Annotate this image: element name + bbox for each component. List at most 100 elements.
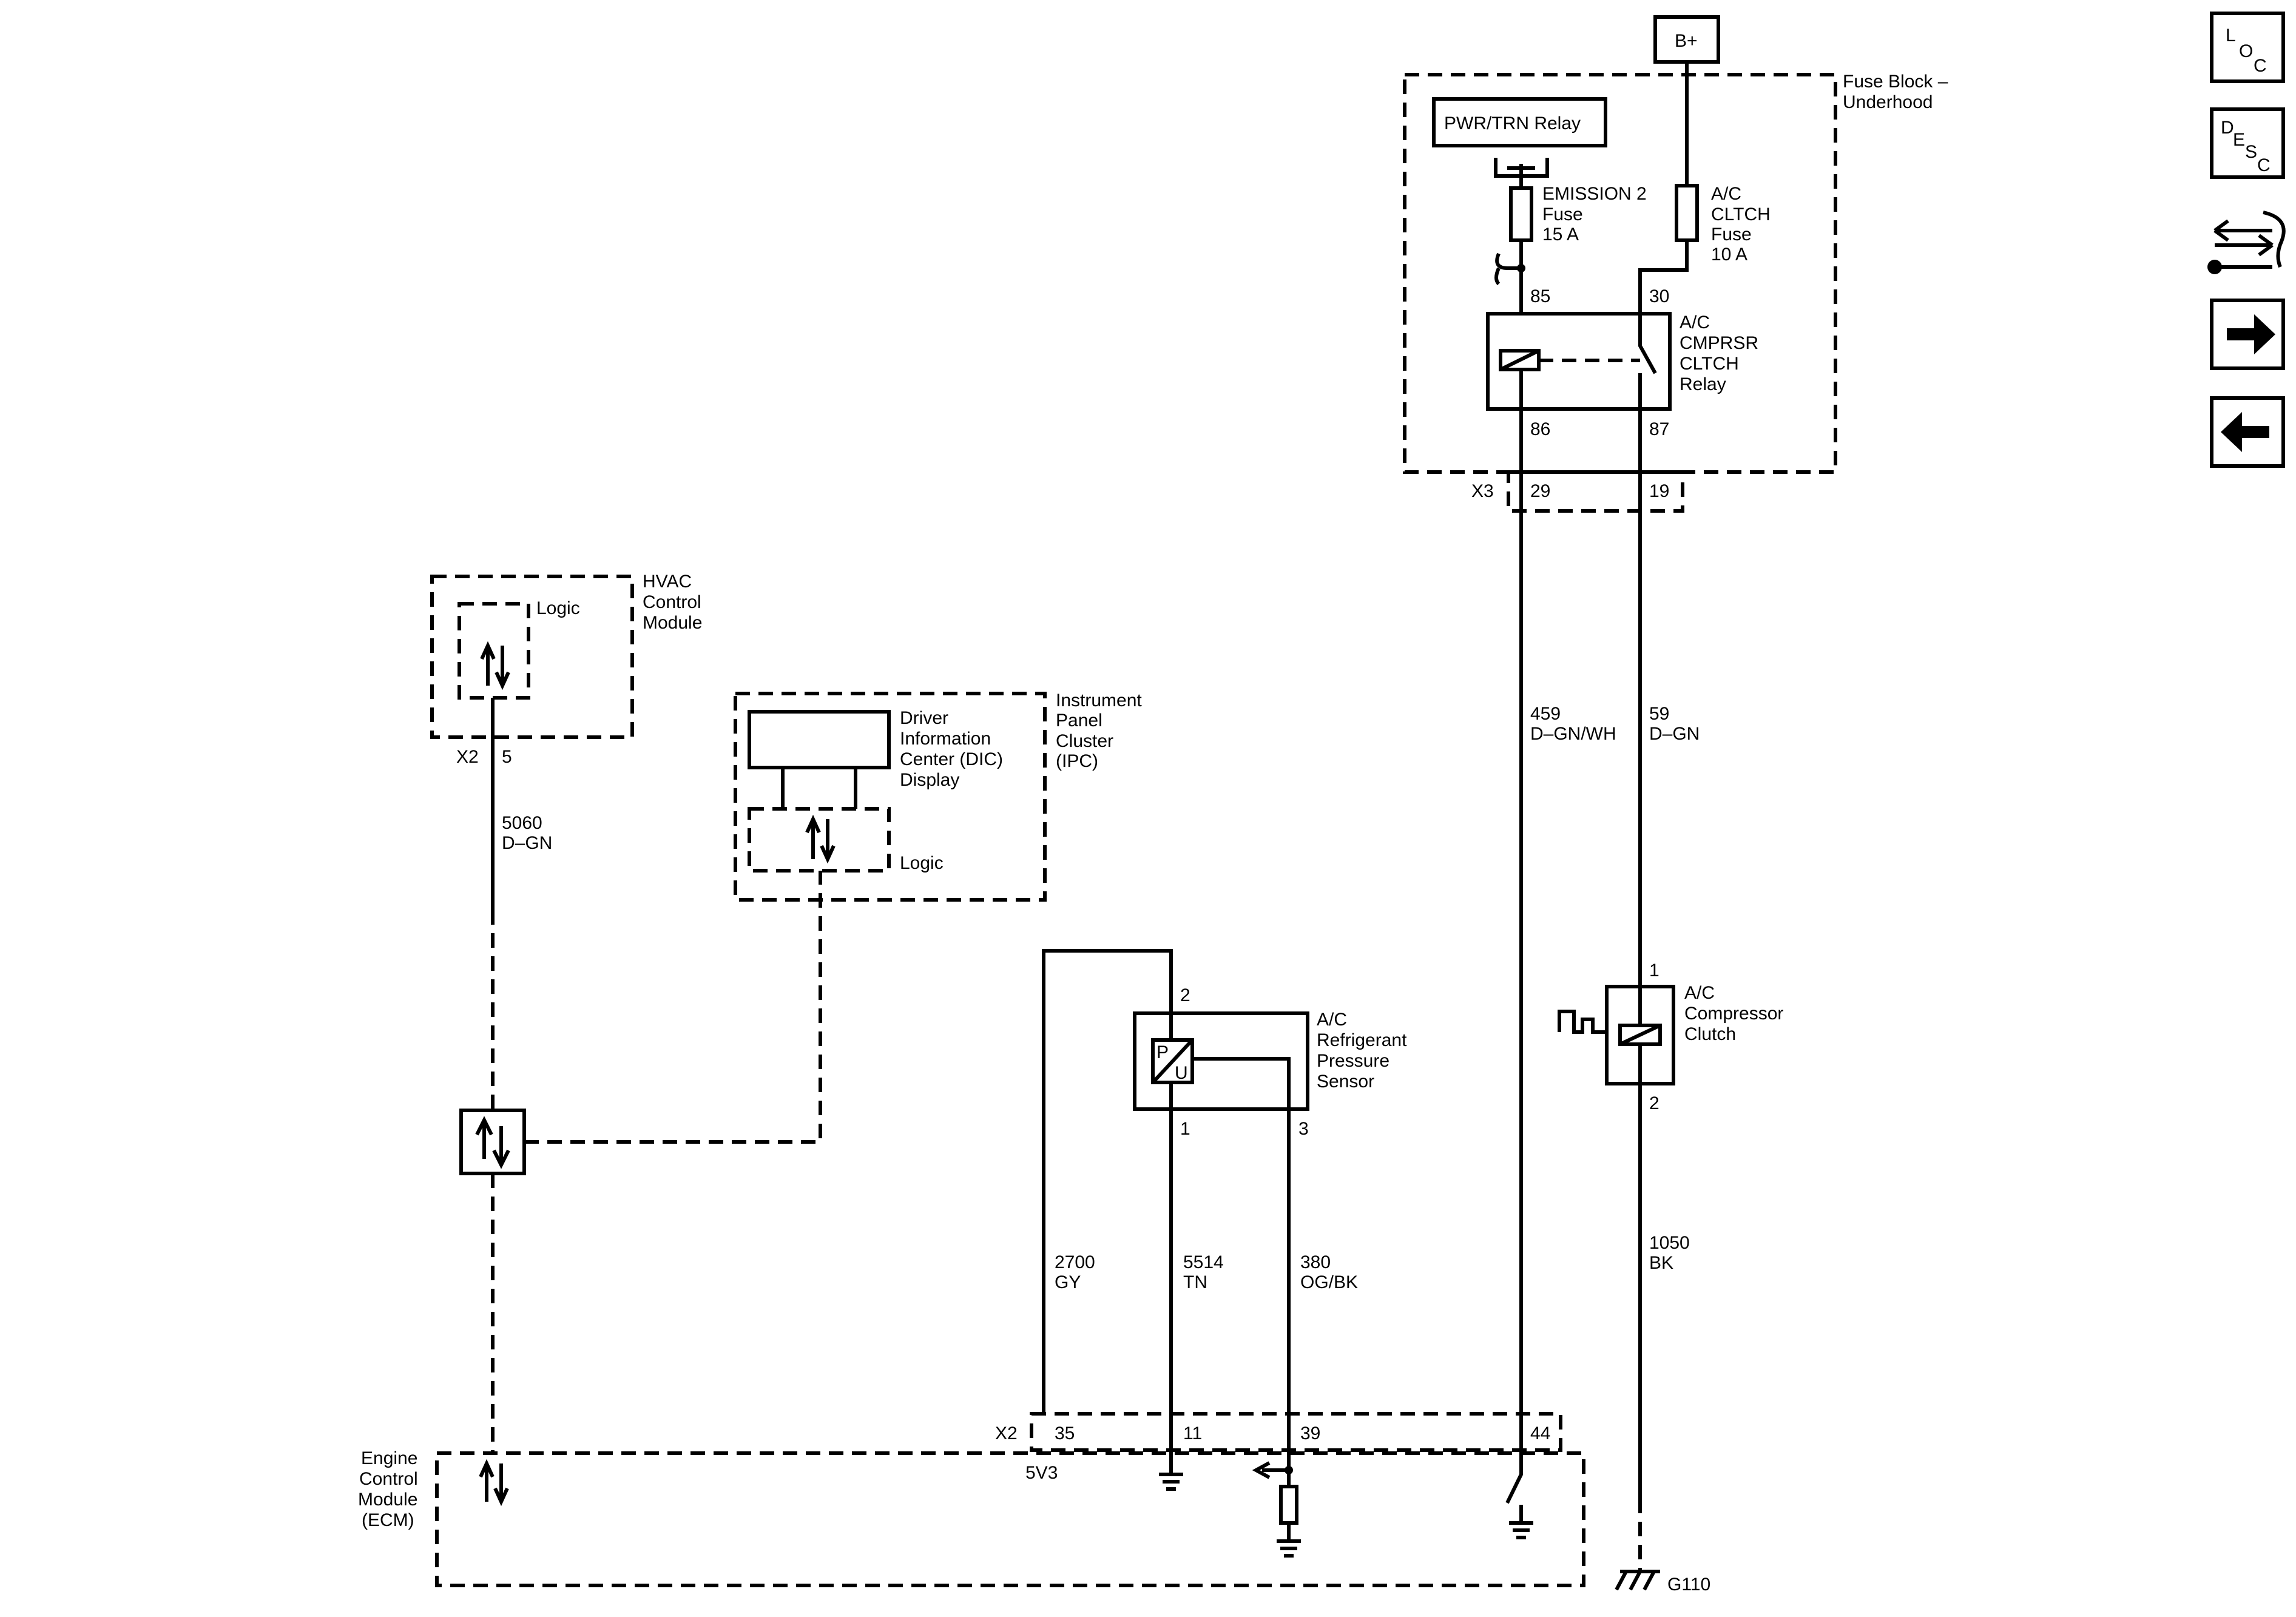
ecm-border: [435, 1451, 1585, 1587]
connector-tools-button[interactable]: [2207, 211, 2286, 274]
connector-tools-icon: [2207, 211, 2286, 274]
previous-button[interactable]: [2210, 396, 2285, 468]
ecm-pin-44: 44: [1530, 1423, 1550, 1443]
hvac-label-2: Control: [643, 592, 701, 612]
wire-2700: [1042, 949, 1173, 1414]
ipc-logic-border: [748, 807, 891, 873]
relay-pin-30: 30: [1649, 286, 1669, 306]
loc-button[interactable]: L O C: [2210, 12, 2285, 83]
x3-connector-label: X3: [1471, 481, 1494, 501]
sensor-pin-3: 3: [1298, 1119, 1309, 1139]
clutch-label-1: A/C: [1684, 983, 1715, 1003]
wire-1050-number: 1050: [1649, 1233, 1690, 1253]
serial-data-junction: [459, 1109, 526, 1175]
low-side-driver-switch: [1505, 1470, 1523, 1523]
wire-380-color: OG/BK: [1300, 1272, 1358, 1292]
ecm-label-3: Module: [358, 1490, 417, 1510]
dic-display: [748, 710, 891, 769]
hvac-logic-border: [458, 602, 530, 700]
ipc-bidirectional-arrows-icon: [805, 814, 836, 864]
pull-down-resistor: [1279, 1485, 1298, 1525]
wire-2700-number: 2700: [1055, 1252, 1095, 1272]
ground-g110-label: G110: [1667, 1575, 1710, 1595]
clutch-pulse-icon: [1558, 1010, 1607, 1034]
ipc-logic-label: Logic: [900, 853, 944, 873]
ecm-pin-35: 35: [1055, 1423, 1075, 1443]
relay-label-4: Relay: [1680, 374, 1726, 394]
x3-pin-19: 19: [1649, 481, 1669, 501]
transducer-u-label: U: [1175, 1063, 1188, 1083]
emission-fuse-label-3: 15 A: [1542, 224, 1579, 245]
sensor-label-2: Refrigerant: [1317, 1030, 1407, 1050]
next-button[interactable]: [2210, 299, 2285, 370]
clutch-label-2: Compressor: [1684, 1004, 1783, 1024]
relay-switch: [1638, 314, 1657, 374]
clutch-label-3: Clutch: [1684, 1024, 1736, 1044]
wire-2700-color: GY: [1055, 1272, 1081, 1292]
wire-459-number: 459: [1530, 704, 1561, 724]
hvac-label-3: Module: [643, 613, 702, 633]
ipc-label-1: Instrument: [1056, 690, 1142, 711]
ipc-label-4: (IPC): [1056, 751, 1098, 771]
hvac-bidirectional-arrows-icon: [480, 641, 510, 690]
arrow-right-icon: [2227, 314, 2275, 354]
pwr-trn-relay-box: [1432, 97, 1607, 147]
desc-letter-c: C: [2257, 155, 2271, 175]
ac-fuse-label-4: 10 A: [1711, 245, 1747, 265]
ecm-pin-39: 39: [1300, 1423, 1320, 1443]
arrow-left-icon: [2221, 412, 2269, 452]
pwr-trn-relay-label: PWR/TRN Relay: [1444, 113, 1581, 133]
fuse-block-label-2: Underhood: [1843, 92, 1933, 112]
relay-label-1: A/C: [1680, 312, 1710, 333]
bplus-box: [1653, 15, 1720, 64]
sensor-pin-1: 1: [1180, 1119, 1190, 1139]
ecm-connector-label: X2: [995, 1423, 1018, 1443]
ipc-border: [734, 692, 1047, 902]
wire-59-color: D–GN: [1649, 724, 1700, 744]
hvac-control-module-border: [430, 575, 634, 739]
emission-fuse-label-2: Fuse: [1542, 204, 1583, 224]
desc-letter-e: E: [2233, 130, 2245, 150]
signal-ground-icon: [1159, 1468, 1183, 1491]
ipc-label-2: Panel: [1056, 711, 1102, 731]
fuse-block-border: [1403, 73, 1837, 474]
desc-letter-s: S: [2245, 142, 2257, 162]
ac-fuse-label-2: CLTCH: [1711, 204, 1771, 224]
clutch-pin-2: 2: [1649, 1093, 1660, 1113]
ecm-label-1: Engine: [361, 1448, 417, 1468]
wire-380-number: 380: [1300, 1252, 1331, 1272]
sensor-label-4: Sensor: [1317, 1072, 1374, 1092]
bplus-label: B+: [1675, 31, 1698, 51]
fuse-block-label-1: Fuse Block –: [1843, 72, 1948, 92]
dic-label-4: Display: [900, 770, 959, 790]
dic-label-2: Information: [900, 729, 991, 749]
emission-fuse: [1509, 186, 1533, 242]
loc-letter-l: L: [2226, 25, 2236, 46]
wire-59-number: 59: [1649, 704, 1669, 724]
sensor-pin-2: 2: [1180, 985, 1190, 1005]
ecm-pin-11: 11: [1183, 1423, 1202, 1443]
wire-1050-color: BK: [1649, 1253, 1673, 1273]
desc-letter-d: D: [2221, 118, 2234, 138]
ecm-5v-reference-label: 5V3: [1025, 1463, 1058, 1483]
emission-fuse-label-1: EMISSION 2: [1542, 184, 1647, 204]
resistor-ground-icon: [1277, 1523, 1301, 1558]
signal-input-arrow-icon: [1252, 1461, 1289, 1479]
loc-letter-c: C: [2254, 56, 2267, 76]
desc-button[interactable]: D E S C: [2210, 107, 2285, 179]
junction-bidirectional-arrows-icon: [475, 1116, 510, 1169]
ac-fuse-label-1: A/C: [1711, 184, 1741, 204]
ac-fuse-label-3: Fuse: [1711, 224, 1752, 245]
relay-pin-86: 86: [1530, 419, 1550, 439]
x3-pin-29: 29: [1530, 481, 1550, 501]
ipc-label-3: Cluster: [1056, 731, 1113, 751]
wire-5060-number: 5060: [502, 813, 542, 833]
clutch-pin-1: 1: [1649, 960, 1660, 981]
sensor-label-3: Pressure: [1317, 1051, 1389, 1071]
relay-pin-85: 85: [1530, 286, 1550, 306]
driver-ground-icon: [1509, 1521, 1533, 1539]
relay-label-2: CMPRSR: [1680, 333, 1758, 353]
hvac-logic-label: Logic: [536, 598, 580, 618]
wire-5514-number: 5514: [1183, 1252, 1224, 1272]
